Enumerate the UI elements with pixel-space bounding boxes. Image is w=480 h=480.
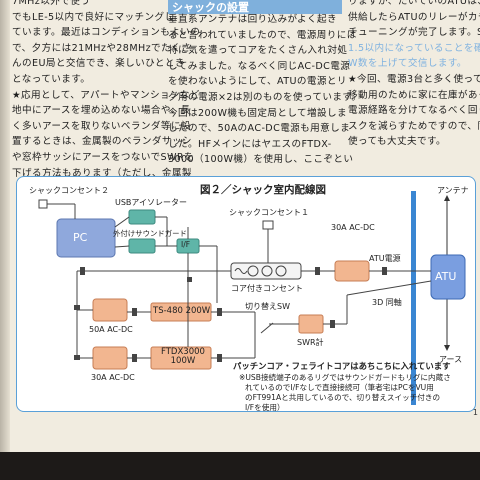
acdc30-bottom-label: 30A AC-DC xyxy=(91,373,135,382)
text-line: 垂直系アンテナは回り込みがよく起き xyxy=(168,14,338,25)
text-line: スクを減らすためですので、同じ電 xyxy=(348,120,480,132)
text-line: ★今回、電源3台と多く使ってい xyxy=(348,73,480,85)
text-line: 今回は200W機も固定局として増設しま xyxy=(168,107,348,119)
text-line: で、夕方には21MHzや28MHzでたくさ xyxy=(12,42,192,54)
text-line: 3000（100W機）を使用し、ここぞとい xyxy=(168,154,354,166)
text-line: 電源経路を分けてなるべく回り込 xyxy=(348,105,480,117)
text-line: チューニングが完了します。SWRが xyxy=(348,27,480,39)
page-gutter xyxy=(0,0,10,452)
text-line: 特に気を遣ってコアをたくさん入れ対処 xyxy=(168,45,348,57)
outlet1-label: シャックコンセント１ xyxy=(229,208,309,217)
text-line: 下げる方法もあります（ただし、金属製 xyxy=(12,167,192,179)
atu-box xyxy=(430,254,466,300)
text-line: 1.5以内になっていることを確認して xyxy=(348,42,480,54)
text-line: りますが、たいていのATUは、電源 xyxy=(348,0,480,7)
atu-label: ATU xyxy=(435,270,457,283)
text-line: した。HFメインにはヤエスのFTDX- xyxy=(168,138,332,150)
section-heading: シャックの設置 xyxy=(168,0,342,14)
acdc50-box xyxy=(92,298,128,322)
soundcard-label: 外付けサウンドガード xyxy=(113,229,187,238)
acdc30-top-box xyxy=(334,260,370,282)
outlet1-plug-icon xyxy=(262,220,274,230)
diagram-note-line: ※USB接続端子のあるリグではサウンドガードもリグに内蔵さ xyxy=(239,373,451,382)
text-line: 置するときは、金属製のベランダサッシ xyxy=(12,136,192,148)
text-column-1: 7MHz以外で使う でもLE-5以内で良好にマッチングし ています。最近はコンデ… xyxy=(12,0,201,181)
text-line: でもLE-5以内で良好にマッチングし xyxy=(12,11,175,23)
acdc30-bottom-box xyxy=(92,346,128,370)
usb-isolator-box xyxy=(128,209,156,225)
diagram-note-line: I/Fを使用） xyxy=(245,403,285,412)
text-line: したので、50AのAC-DC電源も用意しま xyxy=(168,123,351,135)
diagram-note-line: れているのでI/Fなしで直接接続可（筆者宅はPCをVU用 xyxy=(245,383,434,392)
soundcard-box xyxy=(128,238,156,254)
magazine-page: 7MHz以外で使う でもLE-5以内で良好にマッチングし ています。最近はコンデ… xyxy=(0,0,480,452)
switch-lever-icon xyxy=(260,322,274,334)
pc-label: PC xyxy=(73,231,88,244)
text-line: 移動用のために家に在庫があった xyxy=(348,89,480,101)
ftdx3000-power: 100W xyxy=(170,356,196,366)
ferrite-cores xyxy=(74,267,387,362)
text-line: 供給したらATUのリレーがカチカチと xyxy=(348,11,480,23)
section-heading-text: シャックの設置 xyxy=(172,1,249,14)
wiring-diagram: 図２／シャック室内配線図 シャックコンセント２ USBアイソレーター 外付けサウ… xyxy=(16,176,476,412)
core-outlet-label: コア付きコンセント xyxy=(231,284,303,293)
diagram-note-line: のFT991Aと共用しているので、切り替えスイッチ付きの xyxy=(245,393,441,402)
swr-meter-box xyxy=(298,314,324,334)
text-line: してみました。なるべく同じAC-DC電源 xyxy=(168,60,351,72)
text-line: W数を上げて交信します。 xyxy=(348,58,467,70)
coil-icon xyxy=(234,268,248,274)
text-line: 7MHz以外で使う xyxy=(12,0,91,7)
ground-label: アース xyxy=(439,355,463,364)
atu-power-label: ATU電源 xyxy=(369,254,401,263)
text-line: ★応用として、アパートやマンションなど xyxy=(12,89,200,101)
text-column-3: りますが、たいていのATUは、電源 供給したらATUのリレーがカチカチと チュー… xyxy=(348,0,480,150)
text-line: ると言われていましたので、電源周りには xyxy=(168,29,357,41)
usb-isolator-label: USBアイソレーター xyxy=(115,198,188,207)
text-line: となっています。 xyxy=(12,73,91,85)
interface-label: I/F xyxy=(181,240,191,249)
diagram-title: 図２／シャック室内配線図 xyxy=(200,184,326,196)
outlet2-plug-icon xyxy=(38,199,48,209)
text-line: く多いアースを取りないベランダ等に設 xyxy=(12,120,191,132)
ftdx3000-model: FTDX3000 xyxy=(161,347,205,357)
ts480-label: TS-480 200W xyxy=(153,306,211,316)
outlet-socket xyxy=(247,265,259,277)
text-line: や窓枠サッシにアースをつないでSWRを xyxy=(12,151,194,163)
text-line: 使っても大丈夫です。 xyxy=(348,136,447,148)
swr-meter-label: SWR計 xyxy=(297,338,324,347)
page-number: 1 xyxy=(472,408,478,417)
text-line: グ用の電源×2は別のものを使っています。 xyxy=(168,91,362,103)
diagram-note-main: パッチンコア・フェライトコアはあちこちに入れています xyxy=(233,361,451,371)
antenna-arrow-icon xyxy=(444,195,450,201)
outlet-socket xyxy=(261,265,273,277)
coax-3d-label: 3D 同軸 xyxy=(372,298,402,307)
text-line: んのEU局と交信でき、楽しいひととき xyxy=(12,58,185,70)
wall-bar xyxy=(411,191,416,405)
outlet2-label: シャックコンセント２ xyxy=(29,186,109,195)
text-line: を使わないようにして、ATUの電源とリ xyxy=(168,76,347,88)
ftdx3000-label: FTDX3000 100W xyxy=(161,348,205,366)
outlet-socket xyxy=(275,265,287,277)
ground-arrow-icon xyxy=(444,345,450,351)
pc-box xyxy=(56,218,116,258)
switch-label: 切り替えSW xyxy=(245,302,290,311)
acdc50-label: 50A AC-DC xyxy=(89,325,133,334)
acdc30-top-label: 30A AC-DC xyxy=(331,223,375,232)
text-line: ています。最近はコンディションもよいの xyxy=(12,27,201,39)
wiring-diagram-graphics xyxy=(38,191,466,405)
text-line: 地中にアースを埋め込めない場合や、長 xyxy=(12,105,191,117)
antenna-label: アンテナ xyxy=(437,186,469,195)
text-column-2: 垂直系アンテナは回り込みがよく起き ると言われていましたので、電源周りには 特に… xyxy=(168,12,362,168)
